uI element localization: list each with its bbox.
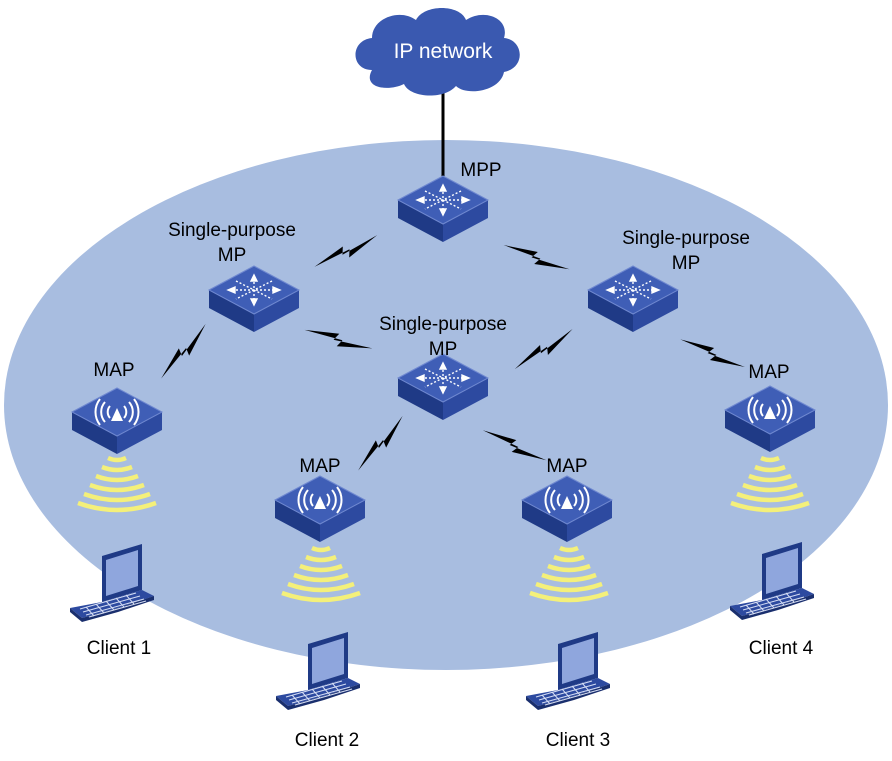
map-3-label: MAP — [546, 456, 587, 477]
map-1-label: MAP — [93, 360, 134, 381]
cloud-icon — [355, 8, 520, 96]
mp-center-label-line2: MP — [429, 339, 458, 360]
map-2-label: MAP — [299, 456, 340, 477]
mp-right-label-line1: Single-purpose — [622, 228, 750, 249]
cloud-label: IP network — [394, 40, 493, 63]
client-4-label: Client 4 — [749, 638, 814, 659]
client-1-label: Client 1 — [87, 638, 151, 659]
client-3-label: Client 3 — [546, 730, 610, 751]
mp-center-label-line1: Single-purpose — [379, 314, 507, 335]
mp-right-label-line2: MP — [672, 253, 701, 274]
map-4-label: MAP — [748, 362, 789, 383]
mpp-label: MPP — [460, 160, 501, 181]
client-2-label: Client 2 — [295, 730, 359, 751]
mp-left-label-line2: MP — [218, 245, 247, 266]
mp-left-label-line1: Single-purpose — [168, 220, 296, 241]
